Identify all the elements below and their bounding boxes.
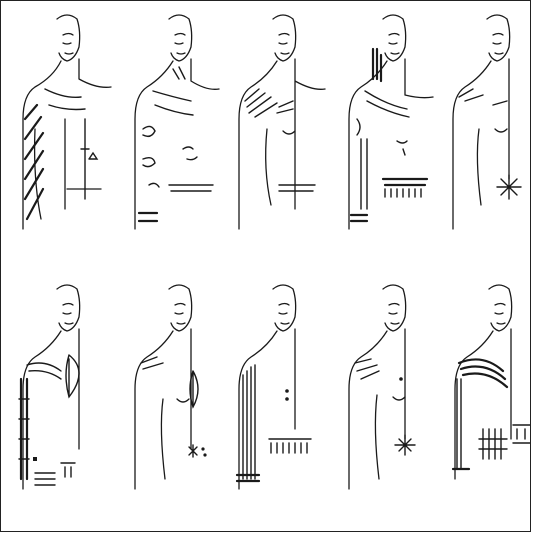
figure-10 [433, 279, 531, 519]
figure-1-drawing [5, 9, 115, 249]
figure-1 [5, 9, 115, 249]
figure-4-drawing [327, 9, 437, 249]
figure-8 [219, 279, 329, 519]
figure-3-drawing [219, 9, 329, 249]
figure-9 [327, 279, 437, 519]
figure-3 [219, 9, 329, 249]
figure-10-drawing [433, 279, 531, 519]
figure-7-drawing [113, 279, 223, 519]
figure-9-drawing [327, 279, 437, 519]
figure-2 [113, 9, 223, 249]
figure-4 [327, 9, 437, 249]
figure-2-drawing [113, 9, 223, 249]
figure-5-drawing [433, 9, 531, 249]
figure-5 [433, 9, 531, 249]
figure-8-drawing [219, 279, 329, 519]
figure-6-drawing [5, 279, 115, 519]
figure-6 [5, 279, 115, 519]
figure-7 [113, 279, 223, 519]
